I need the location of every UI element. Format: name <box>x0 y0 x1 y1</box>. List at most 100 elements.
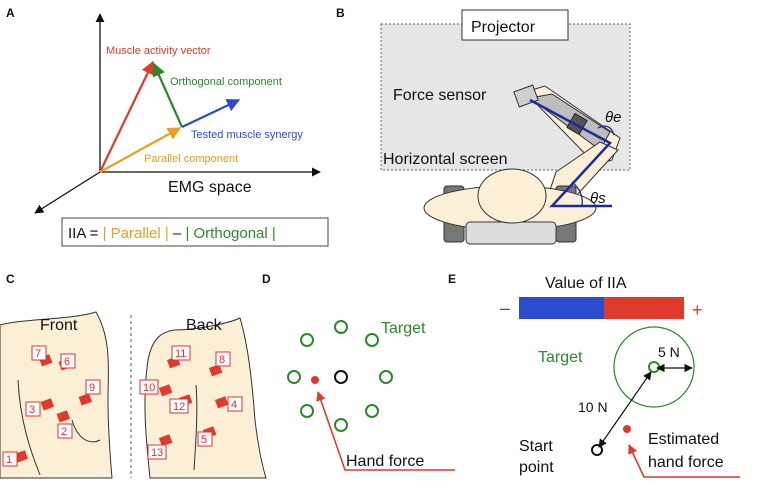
front-body <box>0 311 113 479</box>
parallel-component-label: Parallel component <box>144 153 238 165</box>
chair-back <box>465 221 557 245</box>
svg-text:10: 10 <box>143 382 155 394</box>
electrode-4-pad <box>214 396 229 409</box>
front-marker-9: 9 <box>85 379 101 395</box>
iia-plus-sign: + <box>692 300 703 320</box>
iia-formula-parallel: | Parallel | <box>103 225 169 242</box>
panel-e-letter: E <box>448 272 456 286</box>
orthogonal-component-arrow <box>152 62 184 128</box>
distance-10n-arrow <box>598 371 652 448</box>
panel-d: D Target Hand force <box>262 272 455 471</box>
electrode-9-pad <box>78 393 93 406</box>
panel-a-letter: A <box>6 6 15 20</box>
back-marker-12: 12 <box>169 398 189 414</box>
iia-formula: IIA = | Parallel | – | Orthogonal | <box>68 225 276 242</box>
muscle-activity-vector-arrow <box>99 60 154 173</box>
svg-text:4: 4 <box>231 399 237 411</box>
tested-muscle-synergy-label: Tested muscle synergy <box>191 129 303 141</box>
projector-label: Projector <box>471 19 536 36</box>
theta-s-label: θs <box>590 190 606 207</box>
target-tolerance-circle <box>613 326 695 408</box>
head <box>477 168 547 224</box>
hand-force-label: Hand force <box>346 453 424 470</box>
horizontal-screen-label: Horizontal screen <box>383 151 508 168</box>
target-label-d: Target <box>381 320 426 337</box>
svg-text:13: 13 <box>151 447 163 459</box>
panel-c-letter: C <box>6 272 15 286</box>
front-label: Front <box>40 317 78 334</box>
target-center <box>648 361 660 373</box>
tested-synergy-arrow <box>181 99 241 128</box>
theta-e-arc <box>597 125 615 136</box>
svg-text:12: 12 <box>173 401 185 413</box>
target-circles <box>287 320 393 432</box>
emg-space-label: EMG space <box>168 179 252 196</box>
panel-b: B Projector Force sensor Horizontal scre… <box>336 6 631 245</box>
electrode-8-pad <box>208 364 223 377</box>
back-marker-8: 8 <box>215 351 231 367</box>
svg-text:1: 1 <box>6 454 12 466</box>
front-arm-crease <box>71 419 101 443</box>
panel-d-letter: D <box>262 272 271 286</box>
svg-text:6: 6 <box>64 356 70 368</box>
target-5 <box>334 418 348 432</box>
panel-b-letter: B <box>336 6 345 20</box>
estimated-hand-force-line2: hand force <box>648 454 724 471</box>
back-label: Back <box>186 317 223 334</box>
svg-text:8: 8 <box>219 354 225 366</box>
electrode-3-pad <box>40 398 55 411</box>
projector-box <box>461 9 569 41</box>
electrode-1-pad <box>14 450 29 463</box>
hand-force-pointer <box>316 391 455 471</box>
target-4 <box>365 404 379 418</box>
front-marker-2: 2 <box>57 423 73 439</box>
hand-force-dot <box>311 376 319 384</box>
back-arm-crease <box>193 384 198 471</box>
orthogonal-component-label: Orthogonal component <box>170 76 282 88</box>
target-1 <box>334 320 348 334</box>
target-2 <box>365 333 379 347</box>
electrode-2-pad <box>56 410 71 423</box>
estimated-hand-force-dot <box>623 425 631 433</box>
axis-z <box>34 171 101 214</box>
target-7 <box>287 370 301 384</box>
theta-s-arc <box>571 181 583 207</box>
front-arm-outline <box>17 379 41 476</box>
back-marker-13: 13 <box>147 444 167 460</box>
iia-formula-lead: IIA = <box>68 225 103 242</box>
theta-e-label: θe <box>605 109 621 126</box>
svg-text:11: 11 <box>175 348 186 360</box>
svg-text:5: 5 <box>201 434 207 446</box>
target-3 <box>379 370 393 384</box>
electrode-10-pad <box>158 384 173 397</box>
iia-bar-positive <box>604 297 684 319</box>
panel-c: C Front Back 7 6 9 3 2 1 11 8 10 <box>0 272 267 479</box>
target-6 <box>300 404 314 418</box>
front-marker-7: 7 <box>31 345 47 361</box>
iia-minus-sign: – <box>500 298 510 318</box>
estimated-force-pointer <box>628 444 740 478</box>
estimated-hand-force-line1: Estimated <box>648 431 719 448</box>
five-n-label: 5 N <box>658 344 680 360</box>
electrode-13-pad <box>158 434 173 447</box>
muscle-activity-vector-label: Muscle activity vector <box>106 45 211 57</box>
iia-formula-orthogonal: | Orthogonal | <box>185 225 275 242</box>
start-point-label-line2: point <box>519 459 554 476</box>
start-point-circle <box>591 444 603 456</box>
panel-a: A Muscle activity vector Orthogonal comp… <box>6 6 329 247</box>
back-marker-10: 10 <box>139 379 159 395</box>
front-marker-3: 3 <box>25 401 41 417</box>
start-point-label-line1: Start <box>519 438 553 455</box>
back-marker-4: 4 <box>227 396 243 412</box>
svg-text:7: 7 <box>35 348 41 360</box>
svg-text:9: 9 <box>89 382 95 394</box>
panel-e: E Value of IIA – + Target 5 N 10 N Start… <box>448 272 740 478</box>
target-label-e: Target <box>538 349 583 366</box>
svg-text:2: 2 <box>61 426 67 438</box>
iia-bar-negative <box>519 297 604 319</box>
force-sensor-label: Force sensor <box>393 87 487 104</box>
ten-n-label: 10 N <box>578 399 608 415</box>
value-of-iia-label: Value of IIA <box>545 275 627 292</box>
iia-formula-minus: – <box>169 225 186 242</box>
